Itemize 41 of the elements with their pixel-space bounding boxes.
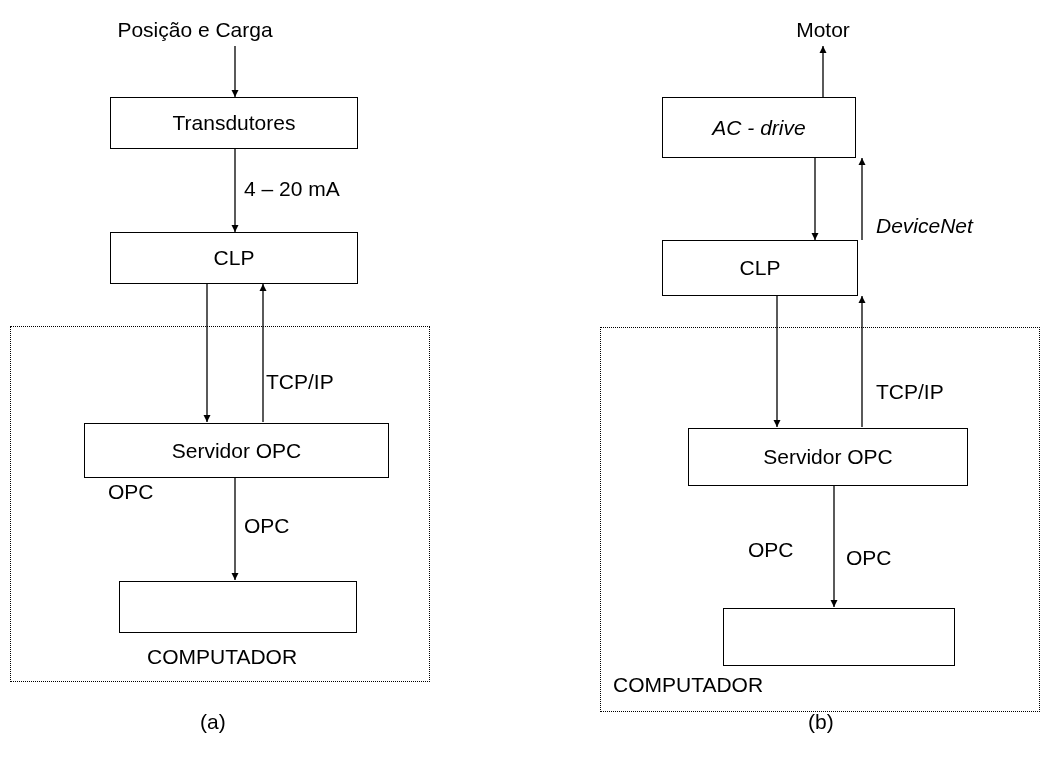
process-box <box>110 232 358 284</box>
node-label: Posição e Carga <box>117 18 273 42</box>
node-label: Servidor OPC <box>763 445 893 469</box>
group-label: COMPUTADOR <box>613 673 764 697</box>
protocol-label: OPC <box>108 480 154 504</box>
process-box <box>688 428 968 486</box>
edge-label: TCP/IP <box>266 370 334 394</box>
arrow <box>773 295 781 428</box>
process-box <box>84 423 389 478</box>
edge-label: OPC <box>846 546 892 570</box>
empty-box <box>723 608 955 666</box>
node-label: Motor <box>796 18 850 42</box>
group-label: COMPUTADOR <box>147 645 298 669</box>
edge-label: TCP/IP <box>876 380 944 404</box>
arrow <box>819 45 827 98</box>
process-box <box>662 240 858 296</box>
arrow <box>231 45 239 98</box>
arrow <box>259 283 267 423</box>
arrow <box>858 295 866 428</box>
empty-box <box>119 581 357 633</box>
edge-label: OPC <box>244 514 290 538</box>
arrow <box>231 148 239 233</box>
arrow <box>811 157 819 241</box>
process-box <box>662 97 856 158</box>
panel-caption: (a) <box>200 710 226 734</box>
node-label: Servidor OPC <box>171 438 302 463</box>
dotted-group-box <box>10 326 430 682</box>
protocol-label: OPC <box>748 538 794 562</box>
dotted-group-box <box>600 327 1040 712</box>
node-label: CLP <box>213 246 255 270</box>
arrow <box>203 283 211 423</box>
panel-caption: (b) <box>808 710 834 734</box>
node-label: AC - drive <box>712 115 806 140</box>
process-box <box>110 97 358 149</box>
arrow <box>231 476 239 581</box>
edge-label: 4 – 20 mA <box>244 177 340 201</box>
arrow <box>830 484 838 608</box>
node-label: Transdutores <box>172 111 296 135</box>
arrow <box>858 157 866 241</box>
edge-label: DeviceNet <box>876 214 973 238</box>
node-label: CLP <box>739 256 781 280</box>
